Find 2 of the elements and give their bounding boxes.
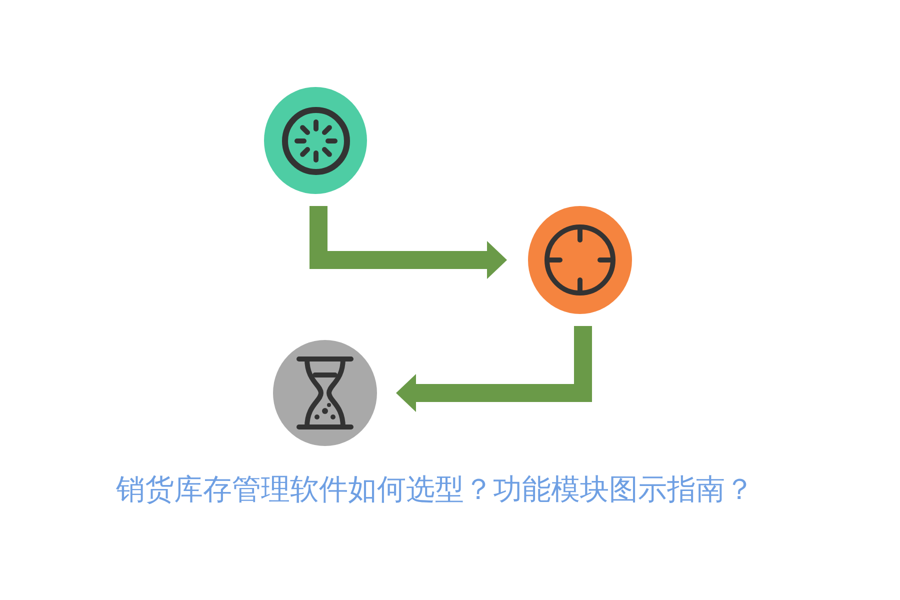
title: 销货库存管理软件如何选型？功能模块图示指南？ [115,471,755,508]
bent-arrow [396,326,592,412]
